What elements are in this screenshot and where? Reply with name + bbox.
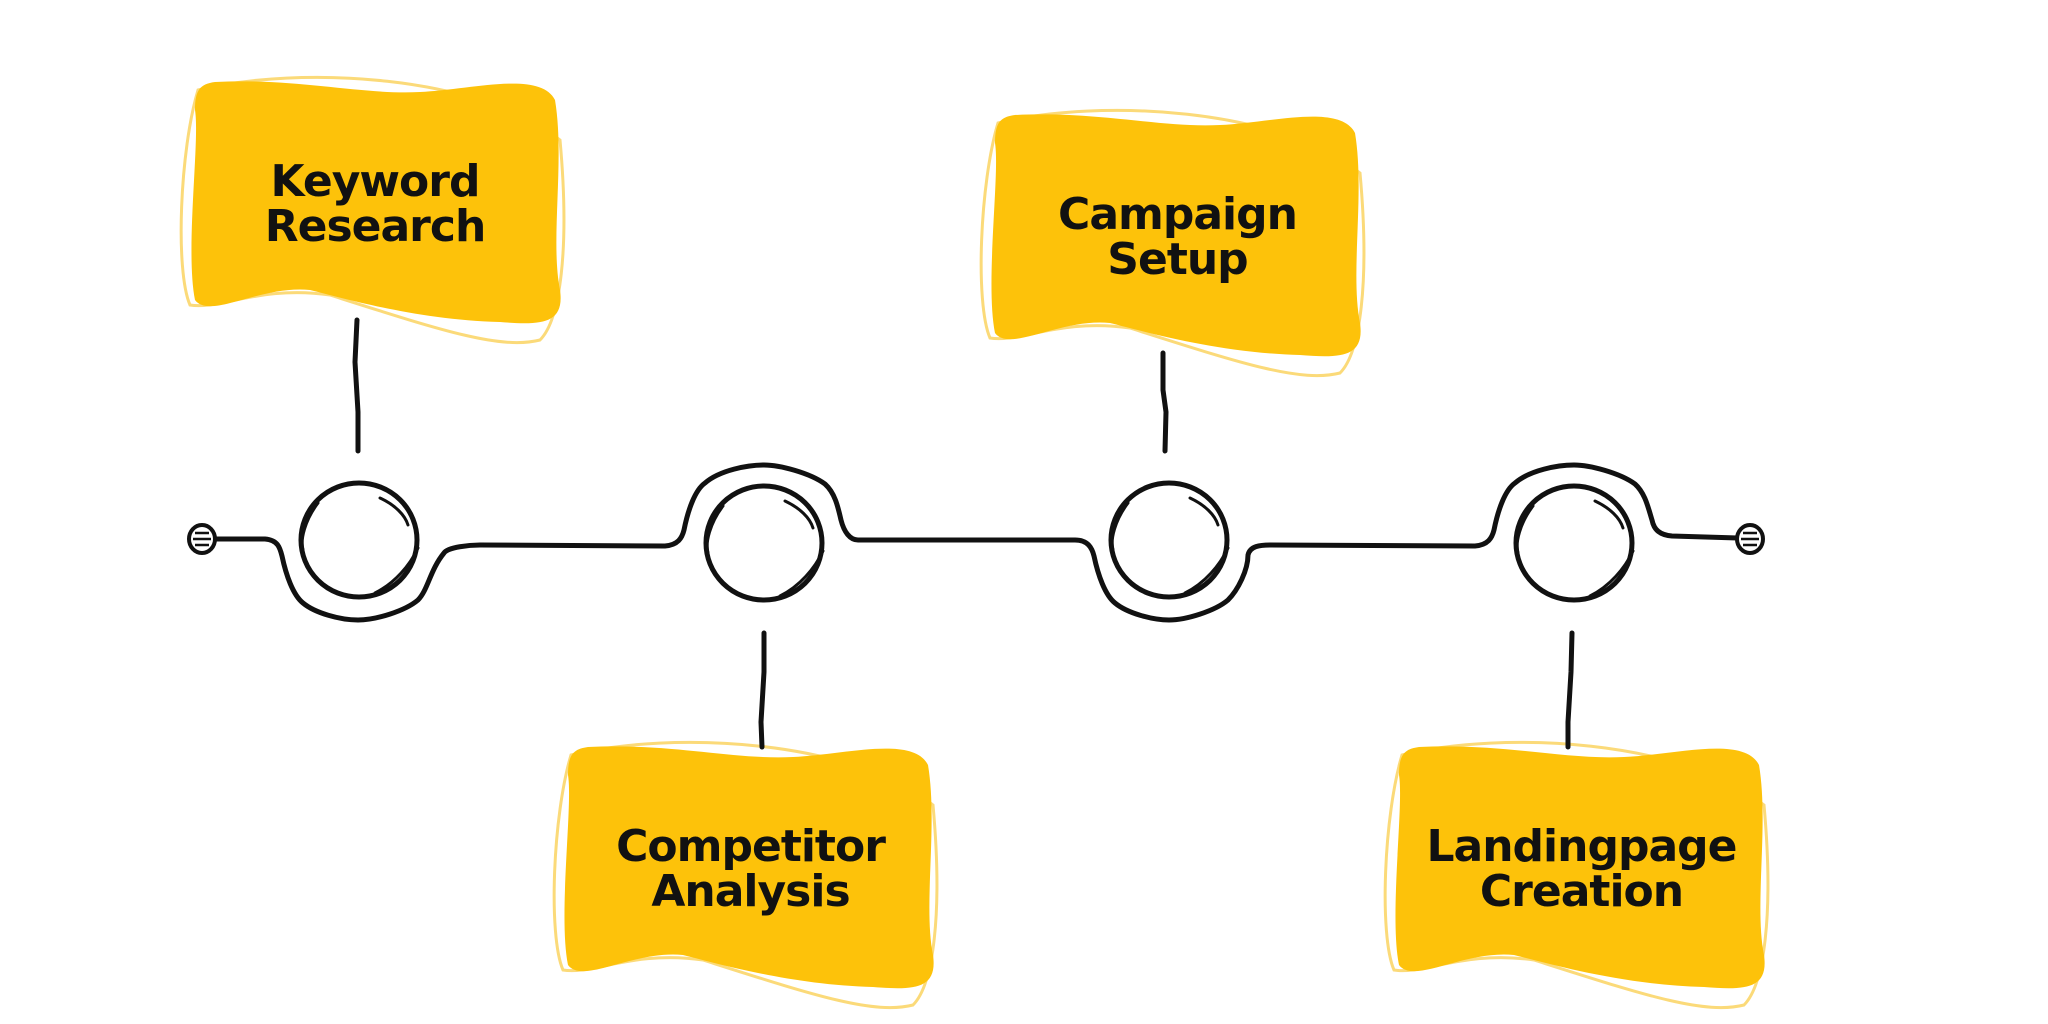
connector-campaign: [1160, 350, 1169, 454]
box-fill-keyword: [191, 81, 561, 324]
box-fill-competitor: [564, 746, 934, 989]
connector-keyword: [352, 317, 361, 454]
milestone-circle-2: [703, 483, 825, 603]
step-label: Competitor Analysis: [616, 821, 886, 917]
step-campaign-setup: Campaign Setup: [1000, 123, 1355, 353]
connector-competitor: [758, 630, 767, 750]
connector-landing: [1565, 630, 1575, 750]
box-fill-landing: [1395, 746, 1765, 989]
step-label: Campaign Setup: [1058, 189, 1298, 285]
step-label: Landingpage Creation: [1426, 821, 1738, 917]
milestone-circle-3: [1108, 480, 1230, 600]
timeline-start-cap: [187, 523, 217, 555]
step-keyword-research: Keyword Research: [200, 90, 550, 320]
step-landingpage-creation: Landingpage Creation: [1404, 755, 1759, 985]
step-competitor-analysis: Competitor Analysis: [573, 755, 928, 985]
timeline-end-cap: [1735, 523, 1765, 555]
step-label: Keyword Research: [264, 156, 487, 252]
box-fill-campaign: [991, 114, 1361, 357]
timeline-line: [211, 462, 1741, 623]
milestone-circle-4: [1513, 483, 1635, 603]
milestone-circle-1: [298, 480, 420, 600]
